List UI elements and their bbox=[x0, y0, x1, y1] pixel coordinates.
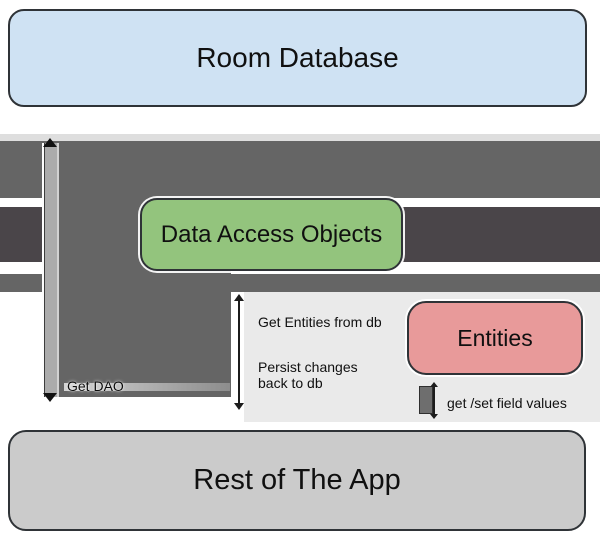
get-dao-arrowhead-down-icon bbox=[43, 393, 57, 402]
get-dao-arrow bbox=[44, 143, 57, 397]
dao-entities-arrowhead-down-icon bbox=[234, 403, 244, 410]
get-dao-label: Get DAO bbox=[67, 378, 124, 394]
get-dao-arrowhead-up-icon bbox=[43, 138, 57, 147]
get-dao-streak bbox=[64, 383, 230, 391]
persist-changes-label-line1: Persist changes bbox=[258, 359, 358, 375]
rest-of-the-app-label: Rest of The App bbox=[193, 464, 401, 496]
field-values-label: get /set field values bbox=[447, 395, 567, 411]
light-arrow-strip bbox=[0, 134, 600, 141]
entities-app-arrowhead-up-icon bbox=[430, 382, 438, 387]
field-values-arrow-bar bbox=[419, 386, 433, 414]
data-access-objects-label: Data Access Objects bbox=[160, 220, 383, 248]
room-database-box: Room Database bbox=[8, 9, 587, 107]
entities-app-arrowhead-down-icon bbox=[430, 414, 438, 419]
entities-box: Entities bbox=[407, 301, 583, 375]
dao-entities-arrowhead-up-icon bbox=[234, 294, 244, 301]
rest-of-the-app-box: Rest of The App bbox=[8, 430, 586, 531]
data-access-objects-box: Data Access Objects bbox=[140, 198, 403, 271]
entities-app-arrow bbox=[433, 386, 435, 415]
entities-label: Entities bbox=[457, 324, 533, 351]
dao-entities-arrow bbox=[238, 300, 240, 404]
persist-changes-label-line2: back to db bbox=[258, 375, 323, 391]
get-entities-label: Get Entities from db bbox=[258, 314, 382, 330]
room-database-label: Room Database bbox=[196, 42, 399, 73]
